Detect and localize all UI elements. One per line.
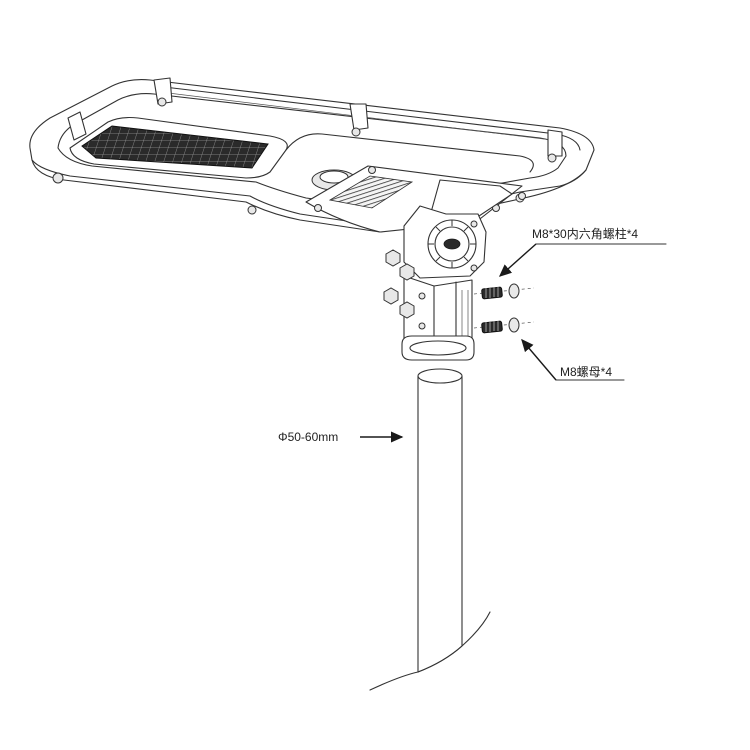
left-nuts	[383, 249, 415, 319]
callout-pole-diameter: Φ50-60mm	[278, 430, 404, 444]
corner-clip-top-right	[547, 129, 563, 157]
callout-nut-label: M8螺母*4	[560, 365, 612, 379]
callout-bolt-arrow	[498, 243, 537, 277]
solar-panel	[81, 125, 269, 169]
left-nut-2	[399, 263, 415, 281]
right-fasteners	[473, 283, 535, 334]
pole-body	[417, 375, 463, 673]
hinge-screw-a	[470, 220, 478, 228]
left-nut-3	[383, 287, 399, 305]
hinge-screw-b	[470, 264, 478, 272]
hinge-disc-inner	[434, 226, 470, 262]
sleeve-hole-1	[418, 292, 426, 300]
left-nut-1	[385, 249, 401, 267]
housing-inner-rim	[57, 93, 567, 209]
callout-pole-label: Φ50-60mm	[278, 430, 338, 444]
hex-stud-lower	[481, 320, 503, 334]
plate-screw-4	[518, 192, 526, 200]
rim-screw-1	[52, 172, 64, 184]
lamp-housing	[29, 77, 595, 233]
plate-screw-2	[368, 166, 376, 174]
pole-top	[417, 368, 463, 384]
pole	[369, 368, 491, 691]
rim-screw-4	[547, 153, 557, 163]
bolt-axis-lower	[473, 321, 535, 329]
left-nut-4	[399, 301, 415, 319]
bolt-axis-upper	[473, 287, 535, 295]
nut-lower	[508, 317, 520, 333]
housing-divider-ridge	[285, 133, 534, 173]
rim-screw-2	[157, 97, 167, 107]
callout-nut-arrow	[521, 338, 557, 381]
hinge-teeth	[428, 220, 476, 268]
nut-upper	[508, 283, 520, 299]
rim-screw-3	[351, 127, 361, 137]
plate-screw-1	[314, 204, 322, 212]
pole-break-line	[369, 611, 491, 691]
sleeve-opening-inner	[409, 340, 467, 356]
hex-stud-upper	[481, 286, 503, 300]
sleeve-slot	[461, 290, 469, 340]
callout-bolt-label: M8*30内六角螺柱*4	[532, 226, 638, 241]
heat-sink-fins	[328, 175, 414, 209]
corner-clip-group	[67, 77, 563, 157]
corner-clip-top-left	[153, 77, 173, 105]
rim-screw-5	[247, 205, 257, 215]
callout-bolt: M8*30内六角螺柱*4	[498, 226, 667, 277]
callout-nut: M8螺母*4	[521, 338, 625, 381]
sleeve-opening	[401, 335, 475, 361]
sensor-dome	[311, 169, 357, 191]
swivel-bracket	[401, 205, 487, 361]
corner-clip-left	[67, 111, 87, 141]
sleeve-hole-2	[418, 322, 426, 330]
hinge-bolt-head	[443, 238, 461, 250]
corner-clip-top-mid	[349, 103, 369, 131]
